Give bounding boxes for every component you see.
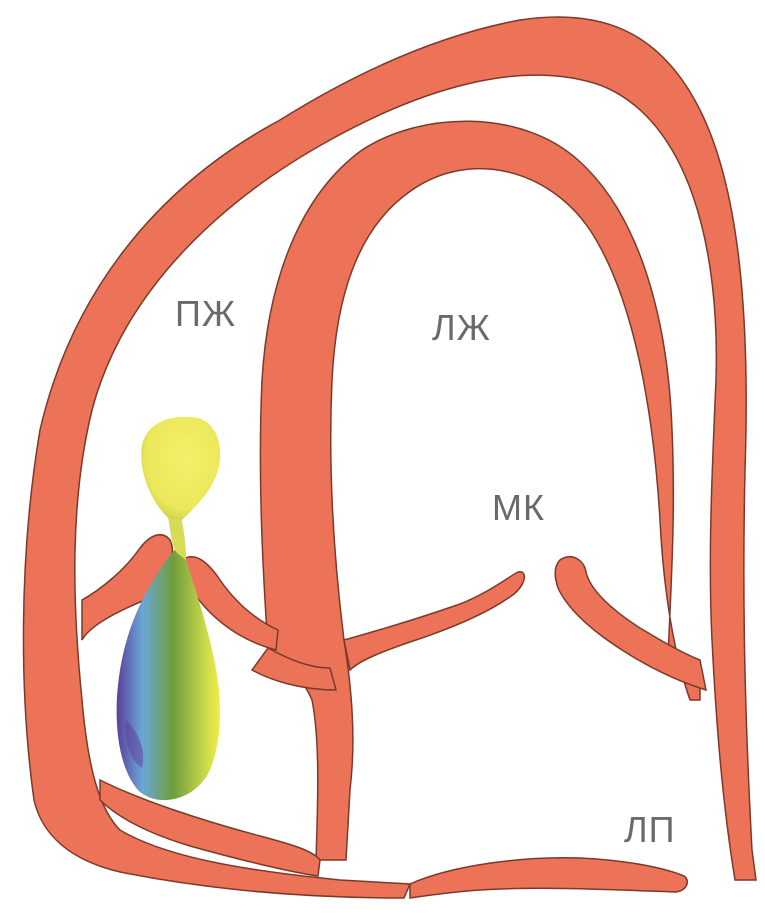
mitral-leaflet-anterior <box>344 572 524 670</box>
label-left-ventricle: ЛЖ <box>432 310 491 346</box>
mitral-leaflet-posterior <box>555 557 706 690</box>
regurgitant-jet <box>117 417 221 800</box>
left-atrium-floor <box>410 858 687 898</box>
jet-upper-lobe <box>141 417 220 520</box>
label-left-atrium: ЛП <box>624 812 676 848</box>
label-mitral-valve: МК <box>492 490 545 526</box>
septum <box>260 121 700 860</box>
label-right-ventricle: ПЖ <box>175 296 236 332</box>
